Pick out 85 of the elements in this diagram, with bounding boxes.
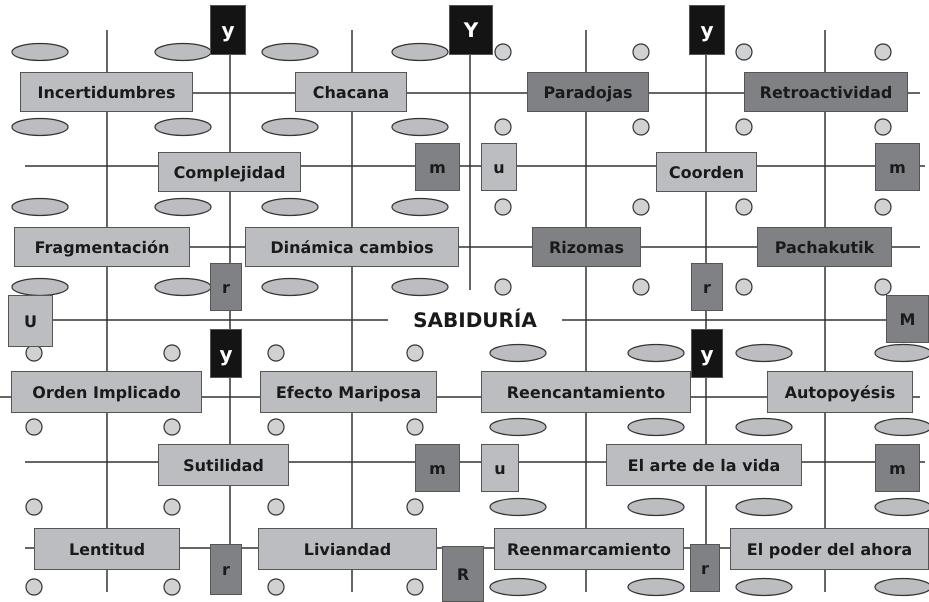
concept-box: Reenmarcamiento [494, 528, 684, 570]
concept-box: Orden Implicado [11, 371, 202, 413]
concept-box: u [481, 143, 517, 191]
connector-line [705, 311, 707, 329]
concept-box: Rizomas [532, 227, 641, 267]
connector-line [824, 112, 826, 227]
concept-box: Pachakutik [757, 227, 892, 267]
concept-box: Paradojas [527, 72, 649, 112]
connector-line [106, 413, 108, 528]
concept-box: Incertidumbres [20, 72, 193, 112]
connector-line [301, 165, 415, 167]
concept-box: m [875, 143, 920, 191]
concept-box: u [481, 444, 519, 492]
connector-line [106, 267, 108, 371]
concept-box: m [875, 444, 920, 492]
connector-line [484, 547, 494, 549]
connector-line [229, 55, 231, 152]
letter-tile: Y [449, 5, 493, 55]
connector-line [351, 112, 353, 227]
concept-box: R [442, 546, 484, 602]
concept-box: Fragmentación [14, 227, 190, 267]
connector-line [229, 192, 231, 263]
connector-line [802, 461, 875, 463]
connector-line [641, 246, 757, 248]
connector-line [585, 267, 587, 371]
concept-box: Dinámica cambios [245, 227, 459, 267]
concept-box: m [415, 444, 460, 492]
connector-line [437, 547, 442, 549]
connector-line [437, 396, 481, 398]
connector-line [180, 547, 210, 549]
connector-line [585, 413, 587, 528]
connector-line [757, 165, 875, 167]
concept-box: r [690, 544, 720, 592]
connector-line [705, 378, 707, 444]
connector-line [720, 547, 730, 549]
concept-box: Sutilidad [158, 444, 289, 486]
connector-line [649, 92, 744, 94]
connector-line [459, 246, 532, 248]
concept-box: Liviandad [258, 528, 437, 570]
letter-tile: y [210, 5, 246, 55]
concept-box: m [415, 143, 460, 191]
connector-line [519, 461, 606, 463]
concept-box: M [886, 295, 929, 343]
letter-tile: y [210, 329, 242, 378]
connector-line [705, 55, 707, 152]
connector-line [460, 165, 481, 167]
connector-line [705, 486, 707, 544]
connector-line [562, 319, 886, 321]
concept-box: Chacana [295, 72, 407, 112]
concept-box: r [691, 263, 723, 311]
connector-line [517, 165, 656, 167]
connector-line [106, 112, 108, 227]
letter-tile: y [689, 5, 725, 55]
concept-box: Reencantamiento [481, 371, 691, 413]
connector-line [229, 486, 231, 544]
connector-line [460, 461, 481, 463]
connector-line [824, 267, 826, 371]
connector-line [289, 461, 415, 463]
concept-box: Autopoyésis [767, 371, 913, 413]
concept-box: Retroactividad [744, 72, 908, 112]
connector-line [53, 319, 388, 321]
concept-box: r [210, 544, 242, 595]
concept-box: r [210, 263, 242, 311]
connector-line [705, 192, 707, 263]
connector-line [351, 413, 353, 528]
concept-box: Lentitud [34, 528, 180, 570]
concept-box: El arte de la vida [606, 444, 802, 486]
connector-line [585, 112, 587, 227]
connector-line [351, 267, 353, 371]
concept-box: Complejidad [158, 152, 301, 192]
connector-line [684, 547, 690, 549]
connector-line [190, 246, 245, 248]
connector-line [242, 547, 258, 549]
concept-box: El poder del ahora [730, 528, 929, 570]
connector-line [229, 378, 231, 444]
connector-line [193, 92, 295, 94]
letter-tile: y [691, 329, 723, 378]
connector-line [202, 396, 260, 398]
connector-line [407, 92, 527, 94]
concept-box: Coorden [656, 152, 757, 192]
concept-box: Efecto Mariposa [260, 371, 437, 413]
connector-line [229, 311, 231, 329]
connector-line [824, 413, 826, 528]
connector-line [691, 396, 767, 398]
concept-box: U [8, 295, 53, 347]
